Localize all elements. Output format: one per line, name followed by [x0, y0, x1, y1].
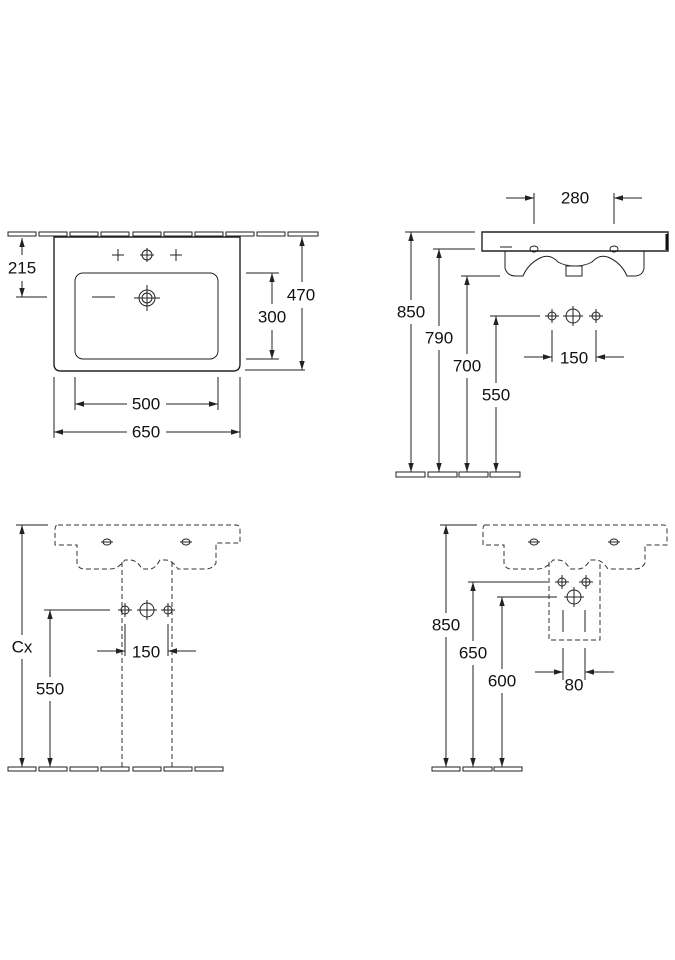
dim-470-label: 470	[287, 286, 315, 305]
basin-side-outline	[481, 231, 669, 252]
basin-dashed-outline	[54, 524, 241, 570]
valve-icons	[545, 306, 603, 326]
dim-150-pedestal-label: 150	[132, 643, 160, 662]
dim-790-label: 790	[425, 329, 453, 348]
dim-550-pedestal-label: 550	[36, 680, 64, 699]
dim-500-label: 500	[132, 395, 160, 414]
basin-bowl	[74, 272, 219, 360]
dim-850-semi-label: 850	[432, 616, 460, 635]
basin-outline	[53, 236, 241, 372]
dim-650-semi-label: 650	[459, 644, 487, 663]
basin-dashed-outline	[482, 524, 668, 570]
dim-850-label: 850	[397, 303, 425, 322]
floor-strip	[431, 766, 523, 772]
pedestal-dashed-outline	[121, 562, 173, 767]
wall-strip	[7, 231, 319, 237]
dim-215-label: 215	[8, 259, 36, 278]
tap-hole-icons	[112, 248, 182, 262]
dim-cx-label: Cx	[12, 638, 33, 657]
valve-icons	[118, 600, 175, 620]
dim-650-label: 650	[132, 423, 160, 442]
dim-280-label: 280	[561, 189, 589, 208]
dim-80-label: 80	[565, 676, 584, 695]
side-view: 280 850 790 700 550	[395, 189, 669, 478]
floor-strip	[7, 766, 224, 772]
siphon-cover-dashed	[548, 562, 601, 641]
drain-icon	[134, 285, 160, 311]
pedestal-view: Cx 550 150	[7, 524, 241, 772]
top-view: 215 300 470 500 650	[7, 231, 319, 442]
dim-600-semi-label: 600	[488, 672, 516, 691]
valve-icons	[555, 575, 593, 607]
dim-700-label: 700	[453, 357, 481, 376]
dim-550-label: 550	[482, 386, 510, 405]
dim-150-label: 150	[560, 349, 588, 368]
floor-strip	[395, 471, 521, 478]
dim-300-label: 300	[258, 308, 286, 327]
semi-pedestal-view: 850 650 600 80	[431, 524, 668, 772]
